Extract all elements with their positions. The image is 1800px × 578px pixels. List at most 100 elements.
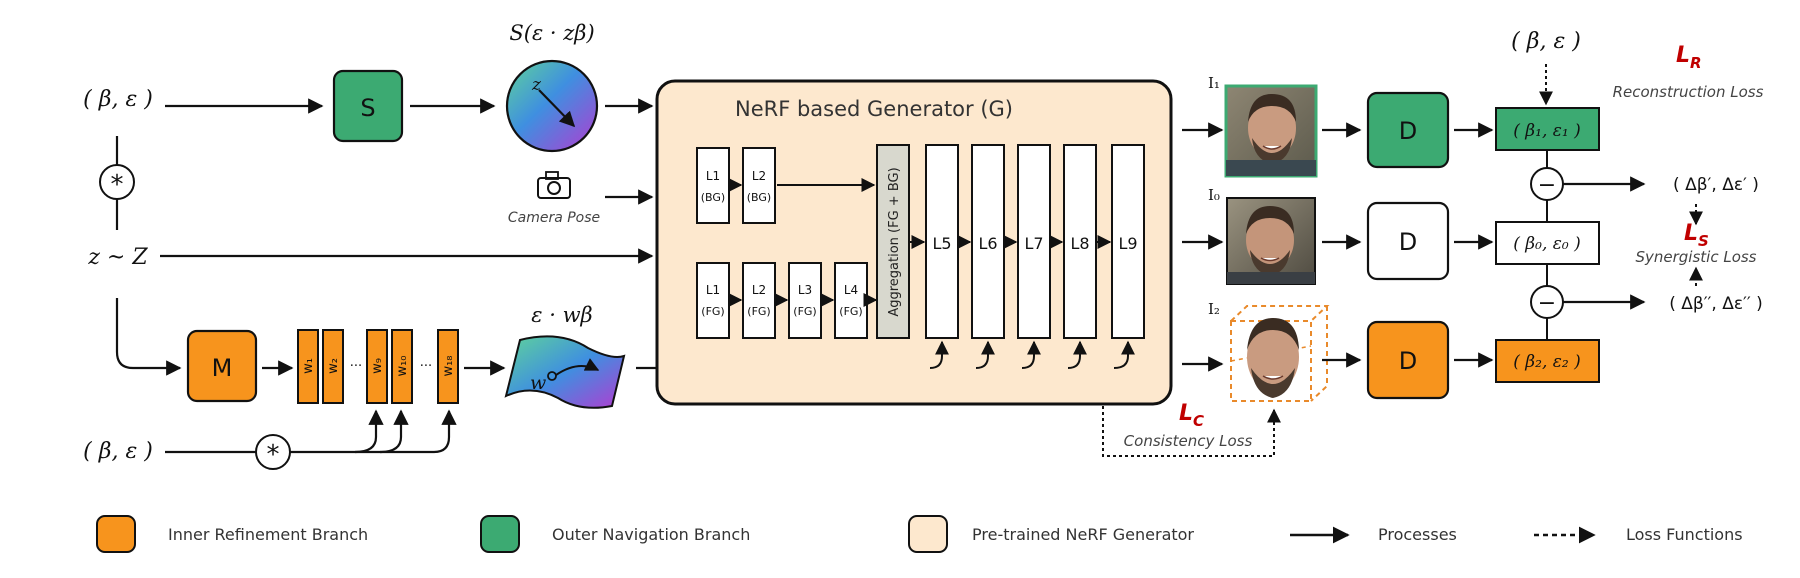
upper-layers: L5 L6 L7 L8 L9 — [925, 144, 1145, 339]
fg-layer-1 — [696, 262, 730, 339]
layer-l7-label: L7 — [1024, 234, 1043, 253]
fg-layers: L1 (FG) L2 (FG) L3 (FG) L4 (FG) — [696, 262, 878, 339]
fg-layer-4-tag: (FG) — [839, 305, 862, 318]
minus-symbol-1: − — [1538, 173, 1556, 198]
w9-block — [366, 329, 388, 404]
minus-symbol-2: − — [1538, 291, 1556, 316]
arrow-star-to-w10 — [379, 409, 409, 454]
fg-layer-1-tag: (FG) — [701, 305, 724, 318]
sphere-z-label: z — [531, 75, 542, 95]
s-output-label: S(ε · zβ) — [509, 21, 594, 45]
legend: Inner Refinement Branch Outer Navigation… — [96, 515, 1743, 553]
w-space-sheet — [504, 335, 626, 409]
w-output-label: ε · wβ — [531, 303, 592, 327]
fg-layer-2-name: L2 — [752, 283, 766, 297]
camera-icon — [537, 171, 571, 199]
beta-eps-input-top: ( β, ε ) — [83, 87, 153, 112]
w2-block — [322, 329, 344, 404]
w2-label: w₂ — [326, 358, 341, 374]
w-feed-arrows — [929, 340, 1135, 369]
layer-l7 — [1017, 144, 1051, 339]
w1-block — [297, 329, 319, 404]
sheet-point — [547, 371, 557, 381]
diff-2-label: ( Δβ′′, Δε′′ ) — [1669, 294, 1763, 314]
bg-layer-1-tag: (BG) — [701, 191, 725, 204]
consistency-loss-path — [1102, 406, 1281, 457]
i2-label: I₂ — [1208, 300, 1220, 318]
layer-l5-label: L5 — [932, 234, 951, 253]
fg-layer-1-name: L1 — [706, 283, 720, 297]
w10-block — [391, 329, 413, 404]
star-symbol-top: * — [111, 170, 124, 200]
s-module-label: S — [360, 94, 375, 122]
param-box-0-label: ( β₀, ε₀ ) — [1513, 234, 1580, 254]
latent-sphere — [505, 59, 599, 153]
d-module-2-label: D — [1399, 347, 1417, 375]
sphere-vector — [538, 89, 576, 128]
bg-layer-2 — [742, 147, 776, 224]
synergistic-loss-label: Synergistic Loss — [1635, 248, 1756, 266]
legend-processes-label: Processes — [1378, 525, 1457, 544]
diff-1-label: ( Δβ′, Δε′ ) — [1673, 175, 1759, 195]
bg-layer-2-name: L2 — [752, 169, 766, 183]
beta-eps-gt: ( β, ε ) — [1511, 29, 1581, 54]
d-module-0-label: D — [1399, 228, 1417, 256]
bg-layer-1-name: L1 — [706, 169, 720, 183]
camera-pose-label: Camera Pose — [508, 210, 600, 226]
lr-symbol: LR — [1676, 43, 1702, 72]
consistency-loss-label: Consistency Loss — [1124, 432, 1253, 450]
layer-l8-label: L8 — [1070, 234, 1089, 253]
param-box-2 — [1495, 339, 1600, 383]
fg-layer-3-name: L3 — [798, 283, 812, 297]
w1-label: w₁ — [301, 358, 316, 374]
layer-l6-label: L6 — [978, 234, 997, 253]
face-image-i0 — [1226, 197, 1316, 285]
fg-layer-2-tag: (FG) — [747, 305, 770, 318]
arrow-star-to-w-latents — [290, 409, 457, 454]
z-sampling-label: z ~ Z — [87, 245, 148, 270]
i1-label: I₁ — [1208, 74, 1220, 92]
fg-layer-4 — [834, 262, 868, 339]
face-image-i2 — [1230, 305, 1330, 402]
aggregation-block — [876, 144, 910, 339]
param-box-2-label: ( β₂, ε₂ ) — [1513, 352, 1580, 372]
sheet-vector — [555, 358, 600, 376]
legend-swatch-pretrained — [908, 515, 948, 553]
bg-layer-1 — [696, 147, 730, 224]
w18-label: w₁₈ — [441, 355, 456, 376]
param-box-0 — [1495, 221, 1600, 265]
w-dots-2: ··· — [420, 359, 432, 374]
legend-swatch-inner — [96, 515, 136, 553]
m-module — [186, 329, 258, 403]
generator-title: NeRF based Generator (G) — [735, 97, 1013, 121]
ls-symbol: LS — [1684, 221, 1709, 250]
bg-layers: L1 (BG) L2 (BG) — [696, 147, 876, 224]
s-module — [332, 69, 404, 143]
legend-pretrained-label: Pre-trained NeRF Generator — [972, 525, 1194, 544]
legend-outer-label: Outer Navigation Branch — [552, 525, 750, 544]
legend-swatch-outer — [480, 515, 520, 553]
reconstruction-loss-label: Reconstruction Loss — [1613, 83, 1764, 101]
aggregation-label: Aggregation (FG + BG) — [887, 167, 902, 316]
param-box-1-label: ( β₁, ε₁ ) — [1513, 121, 1580, 141]
layer-l9-label: L9 — [1118, 234, 1137, 253]
layer-l5 — [925, 144, 959, 339]
w-dots-1: ··· — [350, 359, 362, 374]
fg-layer-3 — [788, 262, 822, 339]
fg-layer-3-tag: (FG) — [793, 305, 816, 318]
d-module-1 — [1366, 91, 1450, 169]
w-latent-codes: w₁ w₂ ··· w₉ w₁₀ ··· w₁₈ — [297, 329, 459, 404]
i0-label: I₀ — [1208, 186, 1220, 204]
star-symbol-bottom: * — [267, 440, 280, 470]
layer-l8 — [1063, 144, 1097, 339]
w10-label: w₁₀ — [395, 355, 410, 376]
arrow-z-to-m — [115, 298, 182, 376]
sheet-w-label: w — [530, 372, 546, 394]
fg-layer-2 — [742, 262, 776, 339]
fg-layer-4-name: L4 — [844, 283, 858, 297]
m-module-label: M — [212, 354, 233, 382]
face-image-i1 — [1224, 84, 1318, 178]
beta-eps-input-bottom: ( β, ε ) — [83, 439, 153, 464]
legend-loss-label: Loss Functions — [1626, 525, 1743, 544]
